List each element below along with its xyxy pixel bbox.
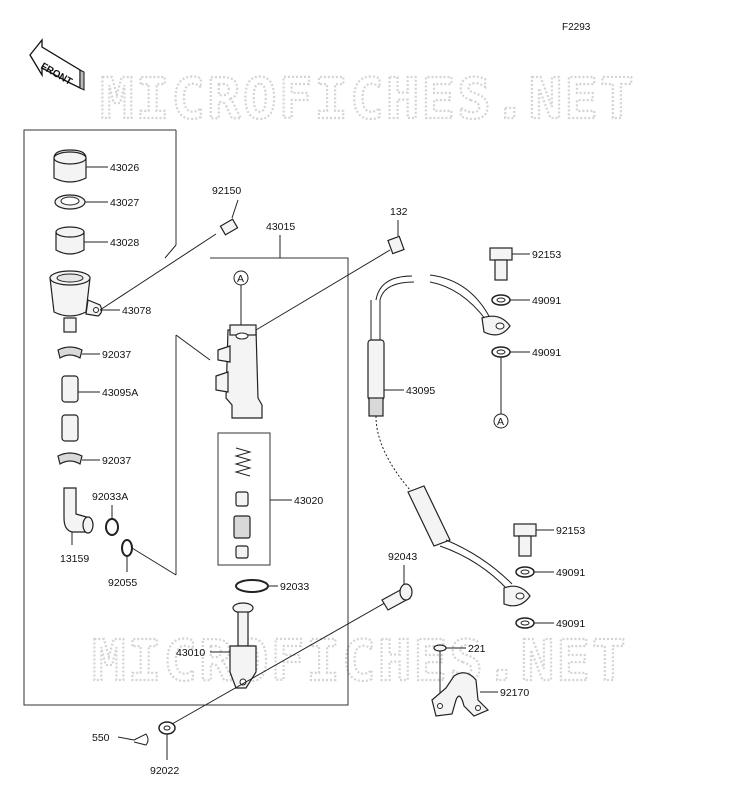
part-49091-washer-2: [491, 346, 530, 414]
part-92022-washer: [158, 599, 391, 760]
part-92043-pin: [381, 565, 413, 611]
svg-text:A: A: [497, 416, 504, 428]
part-92033a-circlip: [105, 505, 119, 536]
label-49091-1: 49091: [532, 295, 561, 307]
kit-43020-box: [217, 432, 271, 566]
label-43027: 43027: [110, 197, 139, 209]
label-221: 221: [468, 643, 486, 655]
label-43078: 43078: [122, 305, 151, 317]
part-43010-push-rod: [210, 602, 257, 689]
part-43026-cap: [53, 149, 108, 183]
figure-code: F2293: [562, 22, 591, 33]
part-43015-master-cylinder: [215, 249, 391, 419]
part-43095-brake-hose: [367, 274, 531, 607]
label-49091-4: 49091: [556, 618, 585, 630]
part-13159-elbow: [63, 487, 94, 545]
part-92170-clamp: [431, 672, 498, 717]
label-550: 550: [92, 732, 110, 744]
label-92037-upper: 92037: [102, 349, 131, 361]
part-43020-piston-kit: [233, 447, 292, 559]
label-43026: 43026: [110, 162, 139, 174]
label-43015: 43015: [266, 221, 295, 233]
part-49091-washer-3: [515, 566, 554, 578]
callout-a-left: A: [233, 270, 249, 330]
label-92153-lower: 92153: [556, 525, 585, 537]
label-92033: 92033: [280, 581, 309, 593]
label-92153-upper: 92153: [532, 249, 561, 261]
part-43027-ring: [54, 194, 108, 210]
label-43028: 43028: [110, 237, 139, 249]
label-92043: 92043: [388, 551, 417, 563]
part-92153-bolt-upper: [489, 247, 530, 281]
label-92055: 92055: [108, 577, 137, 589]
watermark-top: MICROFICHES.NET: [100, 67, 636, 132]
part-550-cotter-pin: [117, 733, 149, 746]
part-221-screw: [433, 644, 466, 700]
label-92033a: 92033A: [92, 491, 128, 503]
front-arrow-icon: FRONT: [29, 38, 85, 91]
label-43010: 43010: [176, 647, 205, 659]
part-92055-oring: [121, 539, 177, 576]
label-49091-3: 49091: [556, 567, 585, 579]
part-43028-diaphragm: [55, 226, 108, 255]
label-13159: 13159: [60, 553, 89, 565]
watermark-bottom: MICROFICHES.NET: [92, 629, 628, 694]
part-43095a-hose: [61, 375, 100, 442]
callout-a-right: A: [493, 413, 509, 429]
label-43095a: 43095A: [102, 387, 138, 399]
label-43020: 43020: [294, 495, 323, 507]
part-43078-reservoir: [49, 270, 120, 333]
part-92037-clamp-upper: [57, 346, 100, 359]
label-92170: 92170: [500, 687, 529, 699]
label-92022: 92022: [150, 765, 179, 777]
label-132: 132: [390, 206, 408, 218]
label-43095: 43095: [406, 385, 435, 397]
part-92033-circlip: [235, 579, 278, 593]
part-92037-clamp-lower: [57, 452, 100, 465]
part-92150-bolt: [99, 199, 239, 311]
label-92150: 92150: [212, 185, 241, 197]
part-49091-washer-1: [491, 294, 530, 306]
label-92037-lower: 92037: [102, 455, 131, 467]
part-92153-bolt-lower: [513, 523, 554, 557]
assembly-outline: [23, 129, 349, 706]
part-49091-washer-4: [515, 617, 554, 629]
label-49091-2: 49091: [532, 347, 561, 359]
svg-text:A: A: [237, 273, 244, 285]
part-132-bolt: [387, 220, 405, 255]
